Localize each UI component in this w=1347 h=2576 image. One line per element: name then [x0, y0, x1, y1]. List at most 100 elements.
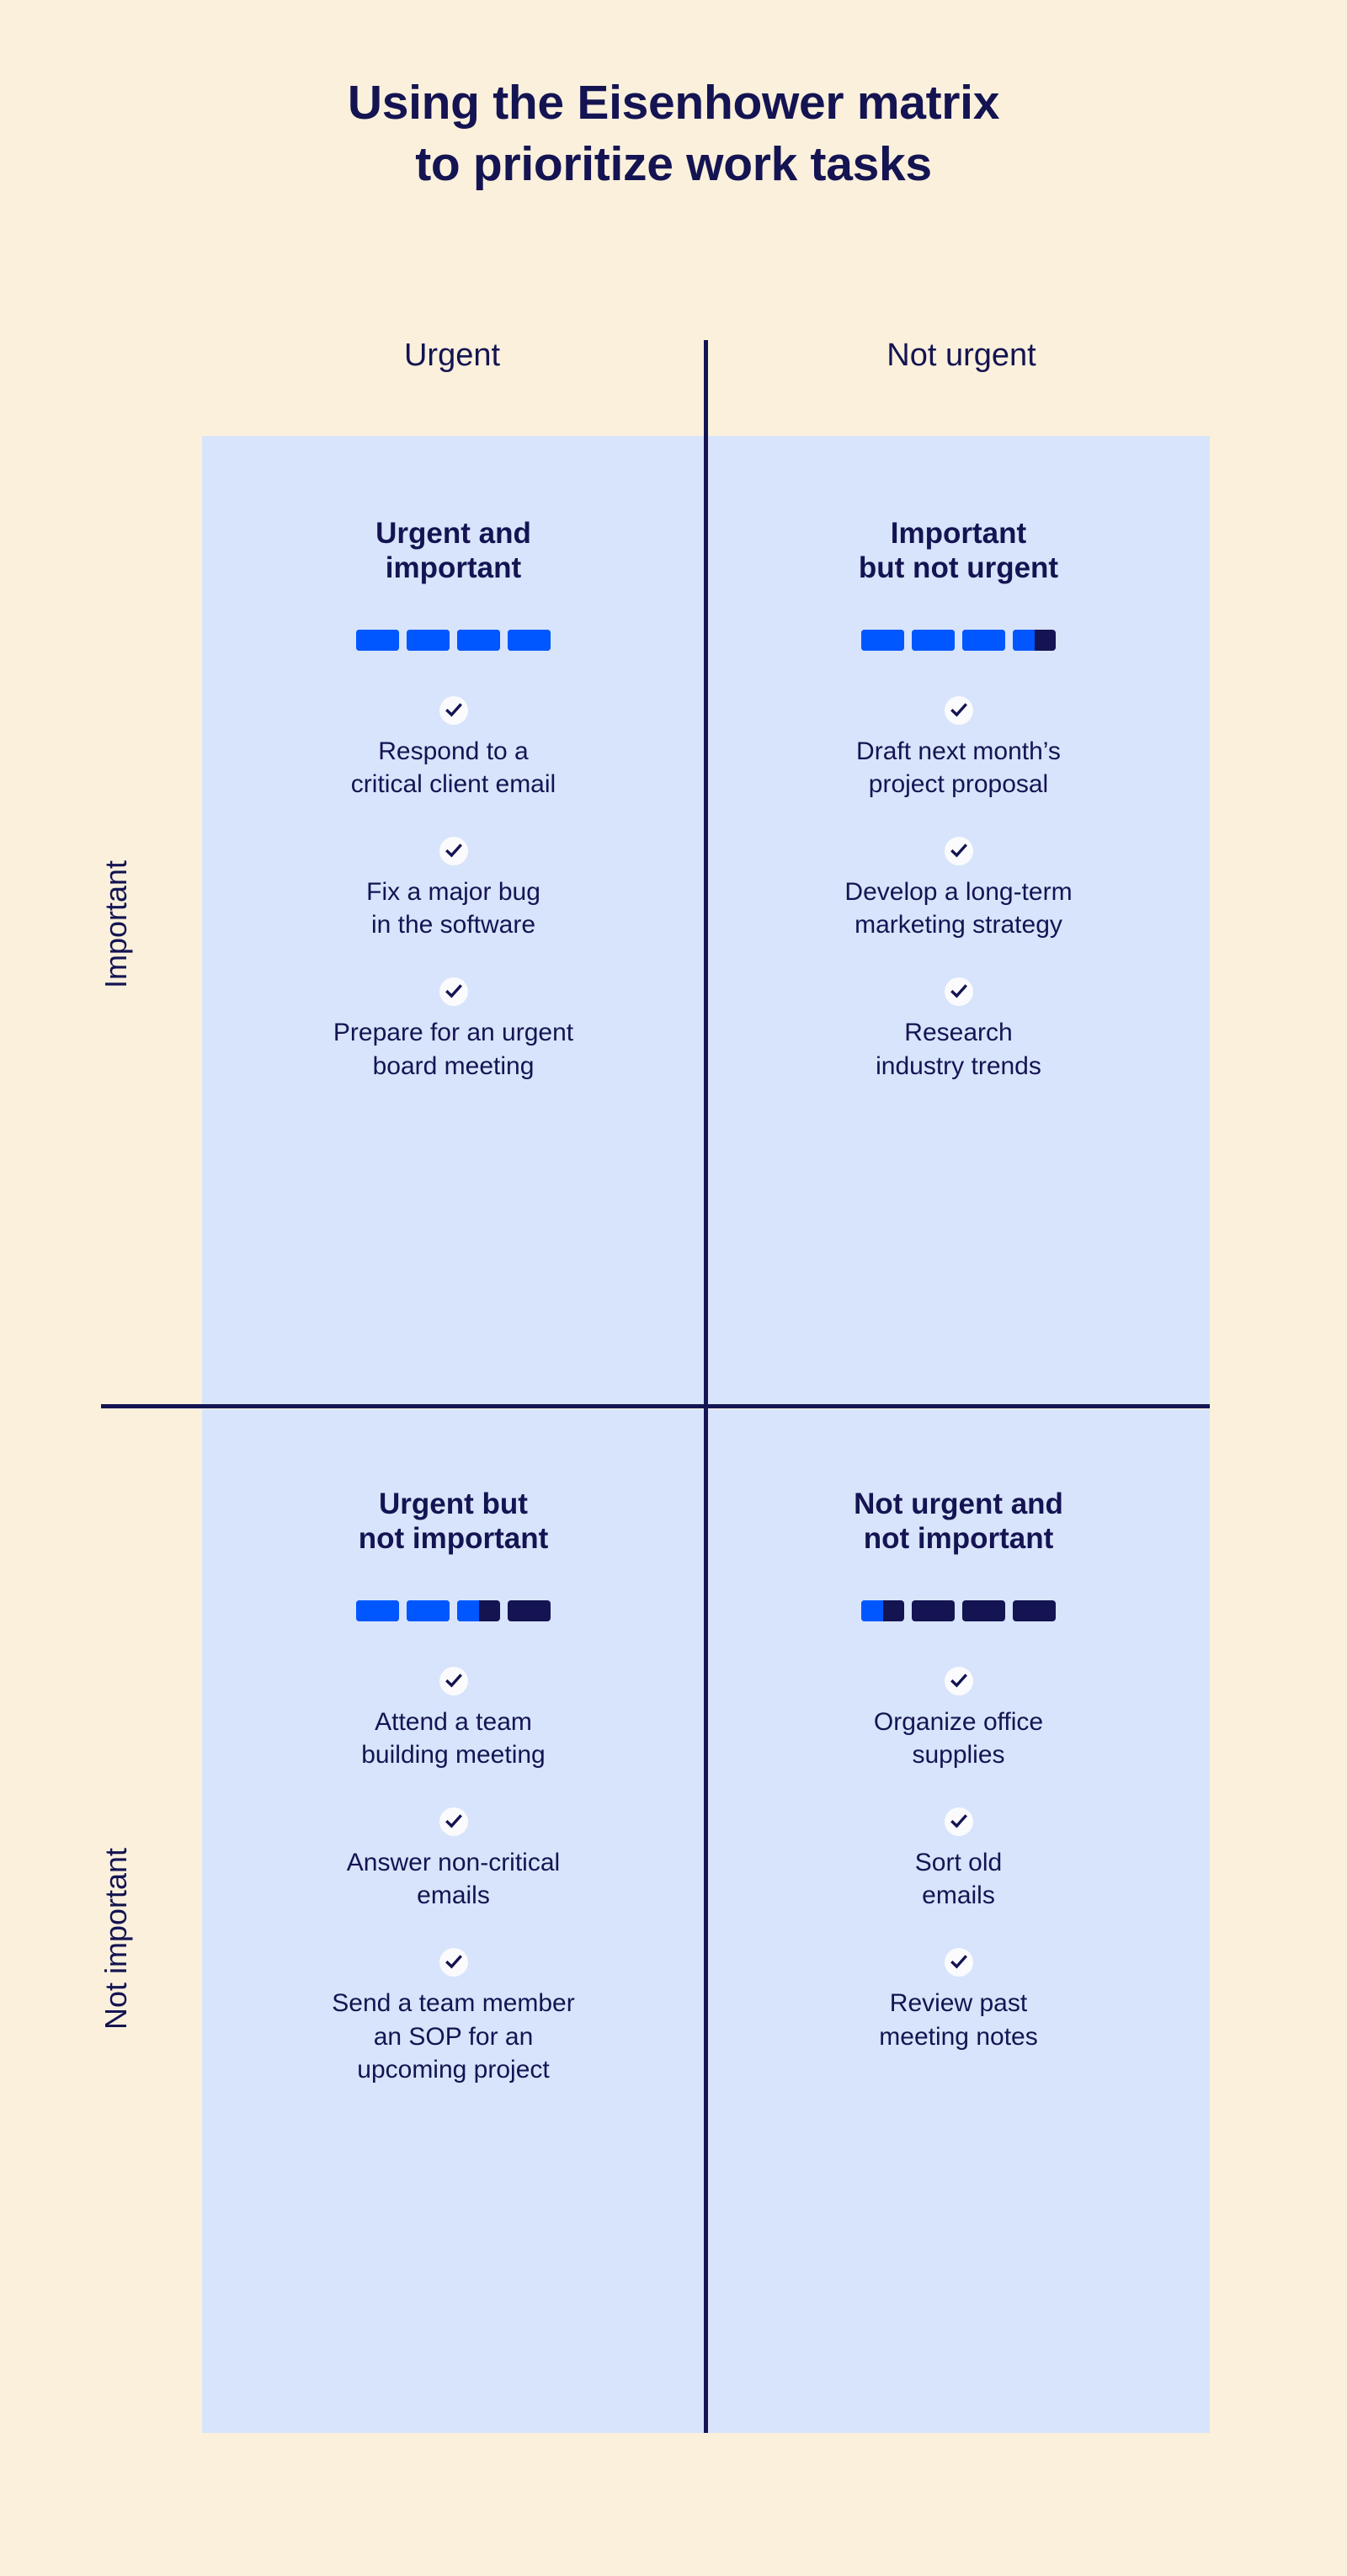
task-label: Fix a major bug in the software — [221, 876, 686, 942]
check-icon — [944, 1666, 973, 1695]
quadrant-title-line-1: Urgent and — [375, 517, 531, 550]
priority-meter-segment-2 — [912, 629, 955, 651]
task-label-line: in the software — [370, 911, 536, 939]
quadrant-title-line-1: Urgent but — [379, 1488, 528, 1520]
priority-meter-segment-3 — [962, 1599, 1005, 1621]
task-label-line: Draft next month’s — [856, 737, 1061, 765]
priority-meter-segment-3 — [962, 629, 1005, 651]
priority-meter-segment-3 — [457, 629, 500, 651]
priority-meter-fill — [912, 629, 955, 651]
check-icon — [439, 695, 468, 725]
task-item[interactable]: Prepare for an urgent board meeting — [221, 977, 686, 1083]
quadrant-title-line-2: not important — [863, 1522, 1054, 1556]
task-label-line: industry trends — [876, 1051, 1041, 1080]
task-label-line: Attend a team — [375, 1707, 532, 1736]
task-item[interactable]: Attend a team building meeting — [221, 1666, 686, 1772]
priority-meter-segment-1 — [861, 1599, 904, 1621]
check-icon — [439, 1666, 468, 1695]
priority-meter-fill — [457, 629, 500, 651]
quadrant-not-urgent-not-important: Not urgent and not important Organize of… — [707, 1409, 1210, 2433]
quadrant-title: Urgent and important — [221, 436, 686, 586]
check-icon — [944, 1807, 973, 1836]
task-label-line: an SOP for an — [373, 2022, 534, 2051]
priority-meter-fill — [356, 1599, 399, 1621]
task-label-line: marketing strategy — [855, 911, 1062, 939]
priority-meter-fill — [1013, 629, 1035, 651]
task-label: Prepare for an urgent board meeting — [221, 1016, 686, 1083]
column-header-urgent: Urgent — [403, 338, 501, 373]
priority-meter — [726, 629, 1191, 651]
task-label-line: Respond to a — [378, 737, 529, 765]
priority-meter — [726, 1599, 1191, 1621]
priority-meter-segment-4 — [508, 1599, 551, 1621]
quadrant-urgent-not-important: Urgent but not important Attend a team bu… — [202, 1409, 705, 2433]
check-icon — [944, 977, 973, 1006]
task-label-line: Prepare for an urgent — [333, 1018, 574, 1046]
horizontal-divider — [101, 1404, 1210, 1408]
row-label-not-important: Not important — [98, 1847, 133, 2030]
task-item[interactable]: Fix a major bug in the software — [221, 836, 686, 942]
task-label-line: emails — [922, 1881, 995, 1910]
priority-meter — [221, 629, 686, 651]
task-label: Sort old emails — [726, 1846, 1191, 1913]
page-title-line-2: to prioritize work tasks — [415, 136, 932, 191]
task-label-line: Sort old — [914, 1848, 1003, 1876]
task-label-line: building meeting — [361, 1741, 546, 1770]
priority-meter — [221, 1599, 686, 1621]
row-label-important: Important — [98, 860, 133, 989]
quadrant-title-line-2: not important — [358, 1522, 549, 1556]
task-label-line: Review past — [889, 1988, 1028, 2017]
page-title-line-1: Using the Eisenhower matrix — [347, 76, 1000, 130]
check-icon — [439, 836, 468, 865]
task-label-line: Fix a major bug — [366, 877, 540, 906]
task-label-line: Answer non-critical — [346, 1848, 561, 1876]
task-item[interactable]: Review past meeting notes — [726, 1947, 1191, 2053]
task-label: Attend a team building meeting — [221, 1706, 686, 1772]
priority-meter-segment-2 — [912, 1599, 955, 1621]
task-label-line: upcoming project — [357, 2056, 550, 2084]
quadrant-title-line-2: but not urgent — [858, 551, 1059, 585]
priority-meter-segment-4 — [1013, 629, 1056, 651]
priority-meter-segment-2 — [407, 1599, 450, 1621]
priority-meter-segment-1 — [356, 629, 399, 651]
priority-meter-fill — [861, 629, 904, 651]
priority-meter-segment-4 — [1013, 1599, 1056, 1621]
priority-meter-fill — [508, 629, 551, 651]
page-title: Using the Eisenhower matrix to prioritiz… — [0, 72, 1347, 195]
priority-meter-fill — [861, 1599, 883, 1621]
quadrant-title: Urgent but not important — [221, 1409, 686, 1557]
priority-meter-segment-3 — [457, 1599, 500, 1621]
priority-meter-segment-2 — [407, 629, 450, 651]
vertical-divider — [704, 340, 708, 2433]
task-item[interactable]: Sort old emails — [726, 1807, 1191, 1913]
priority-meter-fill — [356, 629, 399, 651]
check-icon — [944, 1947, 973, 1977]
priority-meter-fill — [457, 1599, 479, 1621]
priority-meter-fill — [962, 629, 1005, 651]
check-icon — [439, 977, 468, 1006]
task-label-line: meeting notes — [879, 2022, 1038, 2051]
quadrant-important-not-urgent: Important but not urgent Draft next mont… — [707, 436, 1210, 1406]
quadrant-title: Important but not urgent — [726, 436, 1191, 586]
priority-meter-fill — [407, 629, 450, 651]
quadrant-title: Not urgent and not important — [726, 1409, 1191, 1557]
task-label-line: board meeting — [372, 1051, 535, 1080]
priority-meter-segment-1 — [356, 1599, 399, 1621]
task-label: Review past meeting notes — [726, 1987, 1191, 2053]
